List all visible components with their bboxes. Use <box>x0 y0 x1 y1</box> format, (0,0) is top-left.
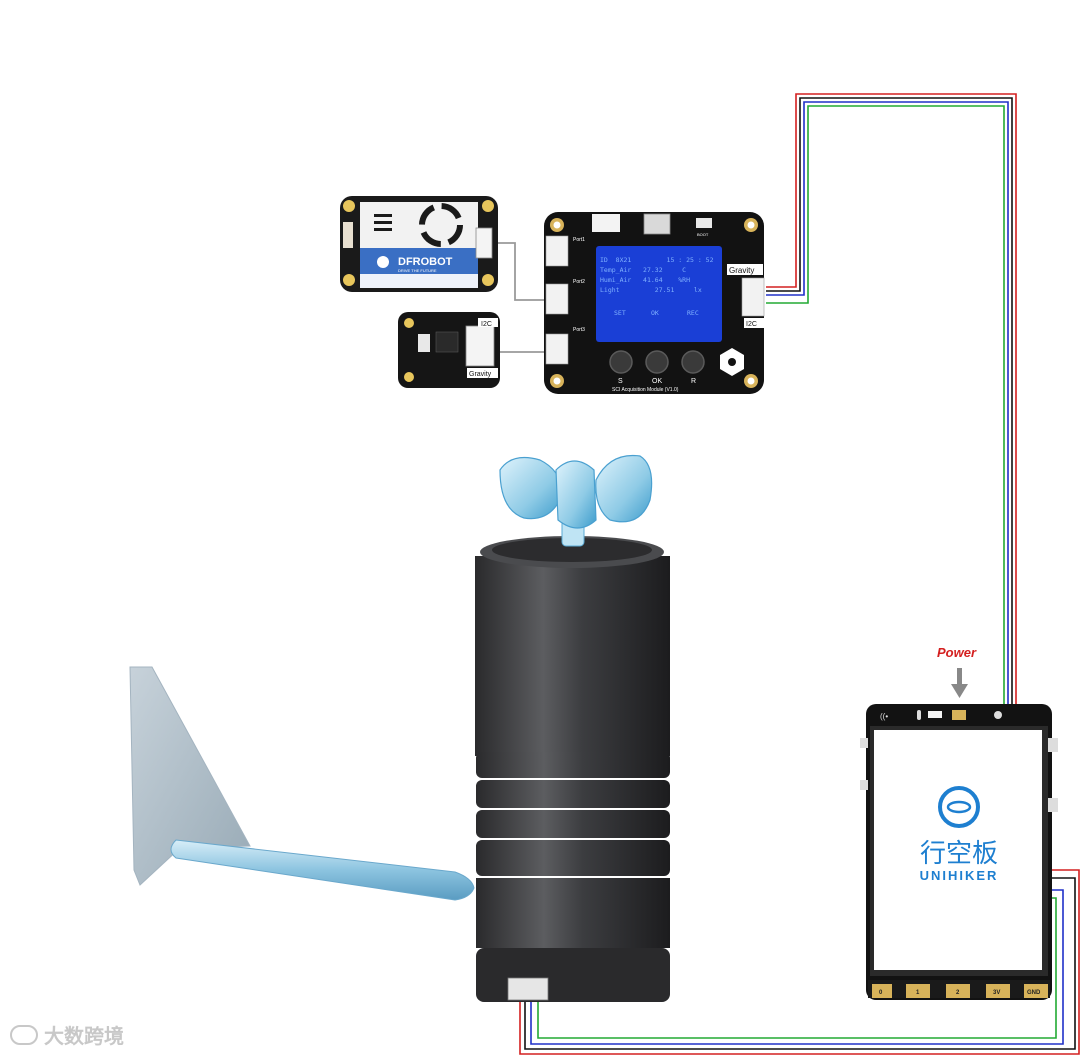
cup-right <box>596 456 652 522</box>
port3-label: Port3 <box>573 327 585 333</box>
dfrobot-logo-icon <box>377 256 389 268</box>
gas-sensor-slogan: DRIVE THE FUTURE <box>398 268 437 273</box>
button-ok[interactable] <box>646 351 668 373</box>
light-sensor-icon <box>928 711 942 718</box>
sci-acquisition-module: BOOT Port1 Port2 Port3 Gravity I2C ID 8X… <box>544 212 764 394</box>
port2-connector <box>546 284 568 314</box>
button-r-label: R <box>691 378 696 385</box>
unihiker-board: ((• 行空板 UNIHIKER 0 1 2 3V GND <box>860 704 1058 1000</box>
i2c-label: I2C <box>746 321 757 328</box>
button-s-label: S <box>618 378 623 385</box>
watermark-text: 大数跨境 <box>44 1020 124 1049</box>
anemometer-connector <box>508 978 548 1000</box>
brightness-icon <box>994 711 1002 719</box>
usb-c-icon <box>952 710 966 720</box>
small-sensor-i2c-label: I2C <box>481 321 492 328</box>
wire-sensors-to-sci <box>498 243 547 352</box>
unihiker-name-cn: 行空板 <box>920 839 998 869</box>
anemometer-body <box>475 536 670 1002</box>
port2-label: Port2 <box>573 279 585 285</box>
screen-line-2: Temp_Air 27.32 C <box>600 266 686 274</box>
boot-label: BOOT <box>697 232 709 237</box>
power-arrow-icon <box>951 668 968 698</box>
watermark: 大数跨境 <box>10 1020 124 1049</box>
screen-line-4: Light 27.51 lx <box>600 286 702 294</box>
wire-sci-to-unihiker <box>766 94 1016 708</box>
microphone-icon <box>917 710 921 720</box>
power-label: Power <box>937 645 977 660</box>
wind-vane <box>130 667 474 900</box>
i2c-connector <box>742 278 764 316</box>
screen-line-1: ID 8X21 15 : 25 : 52 <box>600 256 714 264</box>
port1-label: Port1 <box>573 237 585 243</box>
port1-connector <box>546 236 568 266</box>
pin-3v-label: 3V <box>993 990 1000 996</box>
small-sensor-gravity-label: Gravity <box>469 371 492 378</box>
wire-gas-sensor <box>498 243 547 300</box>
screen-footer-rec: REC <box>687 309 699 317</box>
wire-black-top <box>766 98 1012 708</box>
cup-center <box>556 461 596 528</box>
port3-connector <box>546 334 568 364</box>
gas-sensor-board: DFROBOT DRIVE THE FUTURE <box>340 196 498 292</box>
menu-lines-icon <box>374 214 392 231</box>
button-r[interactable] <box>682 351 704 373</box>
wind-cups <box>500 456 652 547</box>
gas-sensor-brand: DFROBOT <box>398 256 453 268</box>
wire-blue-top <box>766 102 1008 708</box>
unihiker-name-en: UNIHIKER <box>920 868 999 883</box>
wireless-icon: ((• <box>880 712 888 721</box>
cup-left <box>500 458 562 519</box>
screen-line-3: Humi_Air 41.64 %RH <box>600 276 690 284</box>
pin-gnd-label: GND <box>1027 990 1041 996</box>
watermark-logo-icon <box>10 1025 38 1045</box>
wire-green-top <box>766 106 1004 708</box>
button-s[interactable] <box>610 351 632 373</box>
vane-rod <box>171 840 474 900</box>
small-sensor-board: I2C Gravity <box>398 312 500 388</box>
screen-footer-set: SET <box>614 309 626 317</box>
screen-footer-ok: OK <box>651 309 659 317</box>
module-title: SCI Acquisition Module (V1.0) <box>612 387 679 393</box>
gravity-label: Gravity <box>729 266 754 275</box>
button-ok-label: OK <box>652 378 662 385</box>
